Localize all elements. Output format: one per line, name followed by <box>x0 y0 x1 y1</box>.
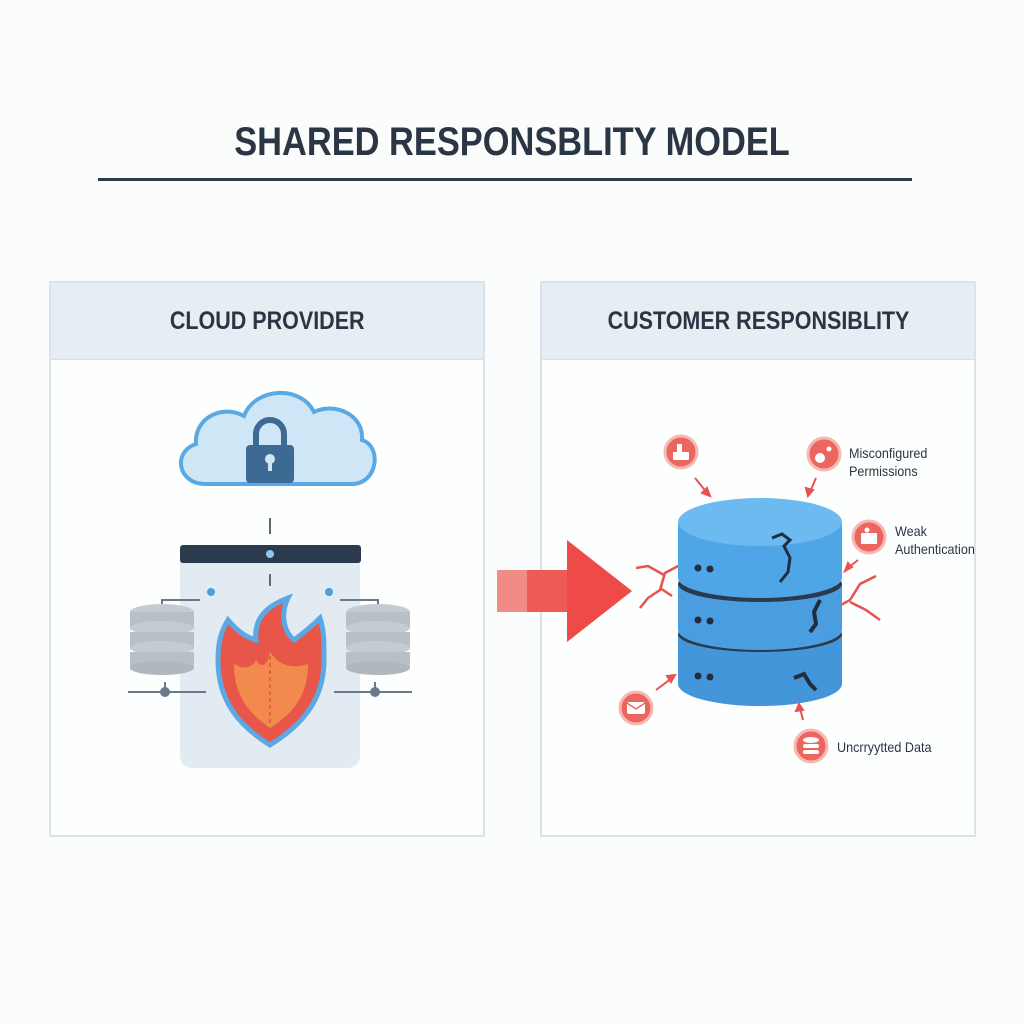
breached-database-icon <box>678 498 842 706</box>
title-divider <box>98 178 912 181</box>
firewall-shield-icon <box>215 593 327 748</box>
thumbs-up-icon <box>663 434 699 470</box>
panel-header: CLOUD PROVIDER <box>51 283 483 360</box>
panel-heading: CUSTOMER RESPONSIBLITY <box>607 306 909 335</box>
auth-icon <box>851 519 887 555</box>
panel-header: CUSTOMER RESPONSIBLITY <box>542 283 974 360</box>
risk-pointer-arrows <box>655 477 859 721</box>
risk-label-unencrypted-data: Uncrryytted Data <box>837 738 932 756</box>
database-icon <box>793 728 829 764</box>
risk-label-misconfigured-permissions: Misconfigured Permissions <box>849 444 927 480</box>
risk-label-line: Uncrryytted Data <box>837 739 932 755</box>
risk-label-line: Misconfigured <box>849 445 928 461</box>
mail-icon <box>618 690 654 726</box>
database-stack-icon <box>346 604 410 675</box>
risk-label-line: Weak <box>895 523 927 539</box>
attack-arrow-icon <box>497 540 632 642</box>
risk-label-line: Permissions <box>849 463 918 479</box>
page-title: SHARED RESPONSBLITY MODEL <box>234 120 790 164</box>
misconfig-icon <box>806 436 842 472</box>
database-stack-icon <box>130 604 194 675</box>
cloud-lock-icon <box>179 390 377 486</box>
panel-heading: CLOUD PROVIDER <box>169 306 365 335</box>
risk-label-weak-authentication: Weak Authentication <box>895 522 975 558</box>
risk-label-line: Authentication <box>895 541 975 557</box>
